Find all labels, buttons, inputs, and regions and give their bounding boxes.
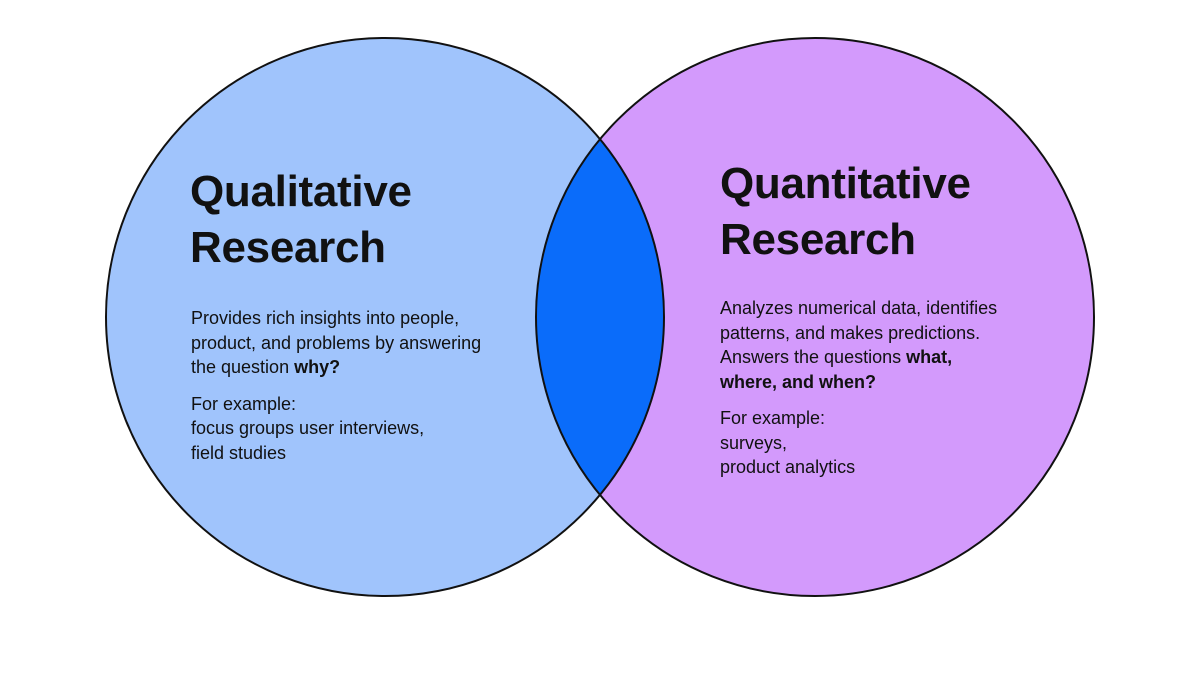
qualitative-title-line1: Qualitative (190, 167, 412, 216)
qualitative-description: Provides rich insights into people, prod… (191, 306, 501, 380)
quantitative-circle-outline (535, 37, 1095, 597)
quantitative-examples-line2: product analytics (720, 457, 856, 477)
quantitative-title-line2: Research (720, 215, 916, 264)
qualitative-circle (106, 38, 664, 596)
quantitative-title-line1: Quantitative (720, 159, 971, 208)
qualitative-example-label: For example: (191, 393, 297, 414)
quantitative-example-label: For example: (720, 408, 826, 428)
quantitative-examples-line1: surveys, (720, 432, 788, 453)
qualitative-title-line2: Research (190, 223, 386, 272)
quantitative-body: Analyzes numerical data, identifies patt… (720, 296, 1010, 480)
qualitative-title: Qualitative Research (190, 164, 412, 276)
qualitative-circle-outline (105, 37, 665, 597)
qualitative-examples-line2: field studies (191, 442, 287, 463)
quantitative-description: Analyzes numerical data, identifies patt… (720, 296, 1010, 394)
qualitative-examples-line1: focus groups user interviews, (191, 418, 425, 438)
quantitative-circle (536, 38, 1094, 596)
qualitative-desc-bold: why? (294, 357, 341, 377)
qualitative-body: Provides rich insights into people, prod… (191, 306, 501, 465)
quantitative-desc-text: Analyzes numerical data, identifies patt… (720, 298, 998, 367)
qualitative-desc-text: Provides rich insights into people, prod… (191, 308, 482, 377)
quantitative-desc-bold: what, where, and when? (720, 347, 953, 392)
quantitative-title: Quantitative Research (720, 156, 971, 268)
